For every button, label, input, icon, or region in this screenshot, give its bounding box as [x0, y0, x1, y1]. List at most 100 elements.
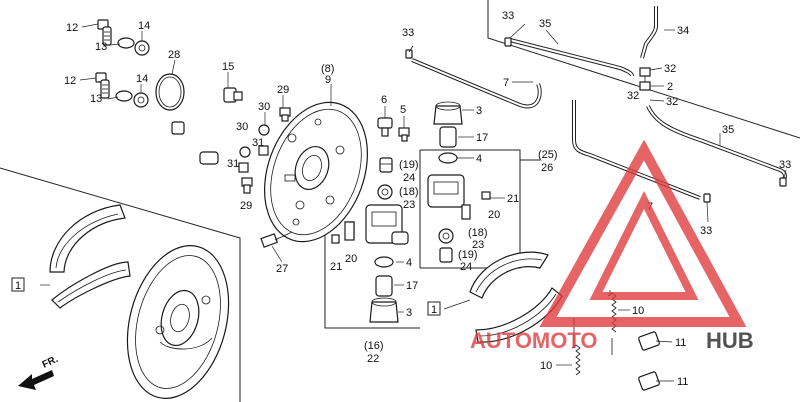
callout-30-lower: 30 — [236, 121, 248, 133]
front-direction-indicator: FR. — [18, 354, 60, 390]
brake-panel-9 — [264, 101, 368, 243]
wheel-cylinder-left — [345, 204, 409, 245]
callout-33-c: 33 — [779, 159, 791, 171]
clip-11-lower — [638, 371, 660, 391]
watermark-brand-right: HUB — [706, 328, 754, 353]
inner-triangle-icon — [589, 191, 699, 300]
callout-18-left: (18) — [399, 186, 419, 198]
boot-3-left — [369, 297, 399, 323]
callout-4-right: 4 — [476, 153, 482, 165]
callout-box-1-left — [11, 277, 25, 292]
triangle-logo-icon — [539, 139, 747, 327]
callout-32-c: 32 — [666, 96, 678, 108]
callout-12-lower: 12 — [64, 75, 76, 87]
callout-11-upper: 11 — [675, 337, 686, 349]
clips-33 — [405, 37, 787, 203]
nut-31-upper — [258, 145, 269, 156]
watermark-brand-left: AUTOMOTO — [470, 328, 598, 353]
clip-11-upper — [638, 331, 660, 351]
callout-13-lower: 13 — [90, 93, 102, 105]
callout-29-upper: 29 — [277, 84, 289, 96]
callout-9: 9 — [325, 74, 331, 86]
brake-rod-7-right — [572, 100, 701, 200]
direction-label: FR. — [41, 354, 60, 371]
boot-3-right — [433, 101, 463, 125]
adjuster-18-23-right — [438, 228, 454, 244]
bleeder-5 — [398, 127, 410, 142]
callout-21-right: 21 — [507, 193, 519, 205]
callout-32-b: 32 — [627, 90, 639, 102]
callout-3-left: 3 — [406, 307, 412, 319]
callout-33-d: 33 — [700, 225, 712, 237]
callout-numbers: 12 14 13 28 12 14 13 15 30 29 30 31 31 2… — [15, 10, 791, 388]
callout-2: 2 — [667, 81, 673, 93]
callout-1-left: 1 — [15, 280, 21, 292]
callout-15: 15 — [222, 61, 234, 73]
callout-26: 26 — [541, 162, 553, 174]
washer-13-lower — [115, 90, 133, 102]
callout-33-a: 33 — [402, 27, 414, 39]
callout-6: 6 — [381, 94, 387, 106]
callout-5: 5 — [400, 104, 406, 116]
callout-19-left: (19) — [399, 159, 419, 171]
callout-10-lower: 10 — [540, 360, 552, 372]
brake-cable-35-upper — [509, 38, 634, 77]
brake-shoe-right-upper — [469, 251, 549, 299]
cable-34 — [640, 6, 658, 59]
callout-35-lower: 35 — [722, 124, 734, 136]
callout-21-left: 21 — [330, 261, 342, 273]
callout-12-upper: 12 — [66, 22, 78, 34]
callout-box-1-right — [427, 301, 441, 316]
callout-31-lower: 31 — [227, 158, 239, 170]
callout-17-left: 17 — [406, 280, 418, 292]
callout-14-upper: 14 — [138, 20, 150, 32]
callout-20-right: 20 — [488, 209, 500, 221]
spring-20-left — [344, 221, 355, 241]
callout-25: (25) — [538, 149, 558, 161]
piston-17-right — [439, 126, 457, 148]
bolt-29-lower — [241, 177, 253, 194]
bolt-12-lower — [95, 72, 110, 99]
callout-19-right: (19) — [458, 249, 478, 261]
screw-21-left — [331, 234, 340, 244]
o-ring-28 — [155, 73, 185, 111]
callout-4-left: 4 — [406, 257, 412, 269]
brake-shoe-left-lower — [51, 261, 131, 309]
watermark-logo: AUTOMOTO HUB — [470, 139, 754, 353]
callout-11-lower: 11 — [677, 376, 688, 388]
callout-29-lower: 29 — [240, 200, 252, 212]
callout-32-a: 32 — [664, 63, 676, 75]
seal-14-lower — [133, 92, 149, 108]
callout-14-lower: 14 — [136, 73, 148, 85]
brake-hose-15 — [162, 87, 243, 165]
callout-30-upper: 30 — [258, 101, 270, 113]
brake-rod-7-left — [411, 58, 542, 109]
wheel-cylinder-right — [427, 174, 471, 220]
callout-28: 28 — [168, 49, 180, 61]
adjuster-18-23-left — [377, 184, 393, 200]
seal-14-upper — [134, 40, 150, 56]
cup-4-right — [438, 152, 458, 164]
washer-30-lower — [239, 146, 251, 158]
piston-19-24-left — [379, 157, 393, 173]
callout-7-left: 7 — [503, 77, 509, 89]
callout-20-left: 20 — [345, 253, 357, 265]
brake-cable-35-lower — [646, 105, 787, 181]
callout-22: 22 — [367, 353, 379, 365]
callout-17-right: 17 — [476, 132, 488, 144]
callout-8: (8) — [321, 63, 334, 75]
bolt-12-upper — [97, 19, 112, 46]
screw-21-right — [481, 191, 491, 200]
washer-30-upper — [258, 124, 270, 136]
leader-lines — [40, 23, 787, 382]
callout-3-right: 3 — [476, 105, 482, 117]
bleeder-6 — [377, 117, 393, 137]
joint-2 — [639, 67, 651, 91]
callout-35-upper: 35 — [539, 18, 551, 30]
callout-33-b: 33 — [502, 10, 514, 22]
callout-1-right: 1 — [431, 304, 437, 316]
arrow-left-icon — [18, 370, 54, 390]
washer-13-upper — [117, 37, 135, 49]
